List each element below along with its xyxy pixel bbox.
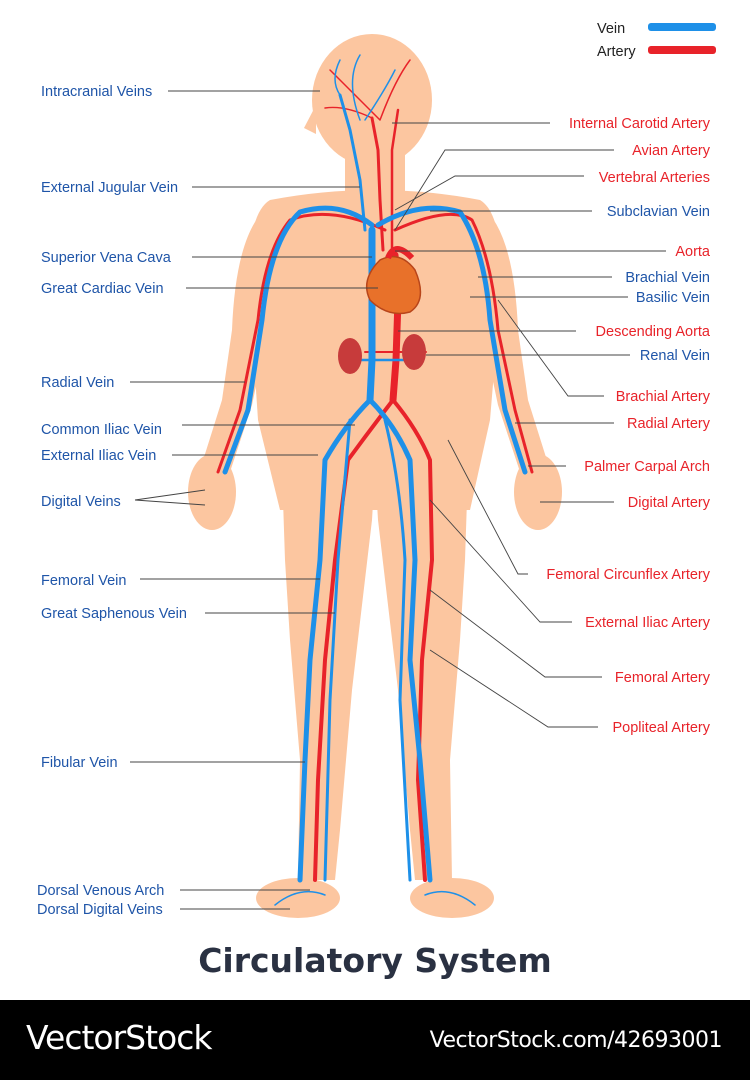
label-digital-artery: Digital Artery — [628, 495, 711, 511]
legend-vein-label: Vein — [597, 21, 625, 37]
right-arm — [480, 205, 550, 478]
right-saphenous-vein — [383, 418, 412, 882]
label-great-saphenous-vein: Great Saphenous Vein — [41, 606, 187, 622]
leader-line — [394, 175, 584, 211]
stock-id: VectorStock.com/42693001 — [429, 1028, 723, 1053]
label-internal-carotid-artery: Internal Carotid Artery — [569, 116, 711, 132]
nose — [304, 105, 316, 134]
label-intracranial-veins: Intracranial Veins — [41, 84, 152, 100]
foot-veins — [274, 890, 476, 906]
left-subclavian-vein — [222, 205, 375, 475]
head — [312, 34, 432, 166]
legend-artery-label: Artery — [597, 44, 636, 60]
label-avian-artery: Avian Artery — [632, 143, 711, 159]
leader-line — [429, 649, 598, 728]
label-femoral-vein: Femoral Vein — [41, 573, 126, 589]
right-foot — [410, 878, 494, 918]
label-fibular-vein: Fibular Vein — [41, 755, 118, 771]
right-kidney — [402, 334, 426, 370]
page-title: Circulatory System — [198, 941, 552, 980]
leader-line — [497, 299, 604, 397]
label-dorsal-venous-arch: Dorsal Venous Arch — [37, 883, 164, 899]
right-subclavian-artery — [393, 212, 534, 474]
label-subclavian-vein: Subclavian Vein — [607, 204, 710, 220]
label-vertebral-arteries: Vertebral Arteries — [599, 170, 710, 186]
label-brachial-vein: Brachial Vein — [625, 270, 710, 286]
circulatory-diagram: Vein Artery — [37, 21, 716, 980]
left-labels: Intracranial Veins External Jugular Vein… — [37, 84, 187, 918]
leader-line — [134, 489, 206, 501]
label-digital-veins: Digital Veins — [41, 494, 121, 510]
legend: Vein Artery — [597, 21, 716, 60]
left-arm — [200, 205, 270, 478]
jugular-vein-left — [338, 93, 367, 232]
left-leg — [282, 470, 375, 880]
veins — [222, 54, 528, 906]
label-femoral-circunflex-artery: Femoral Circunflex Artery — [546, 567, 710, 583]
leader-line — [134, 499, 206, 506]
legend-artery-swatch — [648, 46, 716, 54]
leader-line — [429, 499, 572, 623]
label-great-cardiac-vein: Great Cardiac Vein — [41, 281, 164, 297]
footer-bar: VectorStock VectorStock.com/42693001 — [0, 1000, 750, 1080]
left-iliac-artery — [313, 398, 395, 882]
label-superior-vena-cava: Superior Vena Cava — [41, 250, 172, 266]
label-renal-vein: Renal Vein — [640, 348, 710, 364]
label-common-iliac-vein: Common Iliac Vein — [41, 422, 162, 438]
head-veins — [334, 54, 396, 121]
label-femoral-artery: Femoral Artery — [615, 670, 711, 686]
right-iliac-vein — [367, 397, 433, 883]
leader-line — [394, 149, 614, 231]
label-radial-artery: Radial Artery — [627, 416, 711, 432]
label-basilic-vein: Basilic Vein — [636, 290, 710, 306]
legend-vein-swatch — [648, 23, 716, 31]
leader-line — [447, 439, 528, 575]
label-external-iliac-artery: External Iliac Artery — [585, 615, 711, 631]
label-brachial-artery: Brachial Artery — [616, 389, 711, 405]
label-aorta: Aorta — [675, 244, 711, 260]
label-popliteal-artery: Popliteal Artery — [612, 720, 710, 736]
right-subclavian-vein — [375, 205, 528, 475]
label-palmer-carpal-arch: Palmer Carpal Arch — [584, 459, 710, 475]
left-foot — [256, 878, 340, 918]
leader-line — [429, 589, 602, 678]
brand-logo: VectorStock — [26, 1018, 212, 1057]
left-saphenous-vein — [323, 418, 352, 882]
body-silhouette — [188, 34, 562, 918]
right-labels: Internal Carotid Artery Avian Artery Ver… — [546, 116, 711, 736]
heart — [365, 246, 422, 315]
label-external-jugular-vein: External Jugular Vein — [41, 180, 178, 196]
label-radial-vein: Radial Vein — [41, 375, 114, 391]
right-iliac-artery — [391, 398, 434, 882]
label-dorsal-digital-veins: Dorsal Digital Veins — [37, 902, 163, 918]
aortic-arch — [385, 246, 415, 261]
left-iliac-vein — [297, 397, 373, 883]
label-external-iliac-vein: External Iliac Vein — [41, 448, 156, 464]
leader-lines — [130, 90, 666, 910]
label-descending-aorta: Descending Aorta — [596, 324, 711, 340]
vena-cava-vein — [366, 226, 376, 404]
left-kidney — [338, 338, 362, 374]
